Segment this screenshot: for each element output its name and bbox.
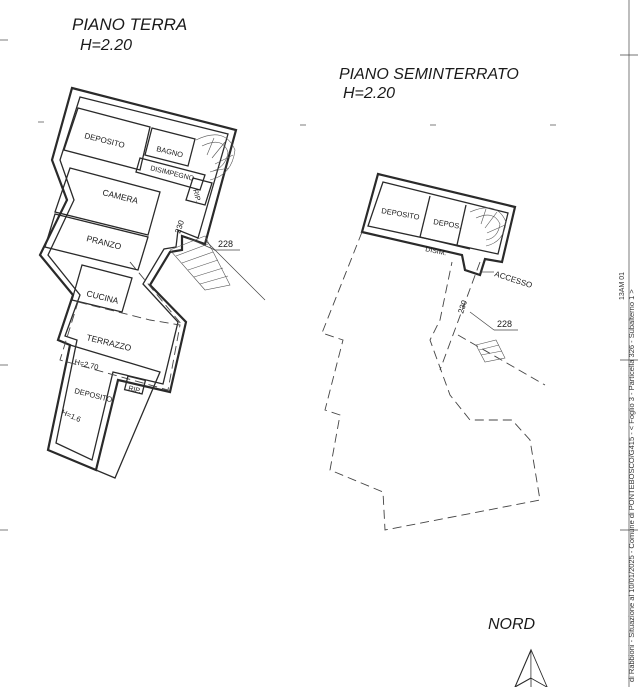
basement-stair-step-2	[484, 211, 498, 229]
basement-dashed-outline	[321, 231, 541, 531]
deposito-room	[63, 107, 151, 171]
basement-outdoor-stair	[475, 339, 506, 363]
outdoor-step-4	[193, 267, 224, 278]
basement-spiral-stair	[469, 207, 507, 247]
label-basement-disim: DISIM.	[425, 246, 447, 257]
label-terrazzo-height: H=2.70	[74, 357, 100, 372]
outdoor-step-1	[175, 243, 209, 257]
ground-floor-height: H=2.20	[80, 37, 132, 54]
ground-spiral-stair	[195, 134, 236, 181]
ground-floor-plan: DEPOSITO BAGNO DISIMPEGNO RIP. CAMERA PR…	[38, 86, 266, 479]
side-annotation: di Rabbioni - Situazione al 10/01/2025 -…	[627, 289, 636, 682]
basement-plan: DEPOSITO DEPOS. DISIM. ACCESSO 230 228	[321, 172, 546, 531]
lower-rip-room	[123, 375, 147, 395]
dim-228-basement: 228	[497, 319, 512, 329]
terrazzo-area	[59, 301, 181, 391]
label-bagno: BAGNO	[156, 144, 185, 159]
ground-floor-title: PIANO TERRA	[72, 15, 187, 34]
label-deposito: DEPOSITO	[84, 131, 126, 150]
dim-230-basement: 230	[456, 299, 469, 315]
basement-partition-2	[456, 204, 467, 246]
side-code: 13AM 01	[619, 272, 626, 300]
basement-outer-wall	[360, 172, 517, 277]
ground-inner-wall	[47, 96, 229, 461]
label-camera: CAMERA	[102, 187, 140, 206]
ground-dashed-boundary	[129, 261, 183, 326]
stair-step-2	[211, 141, 226, 159]
dim-228-ground: 228	[218, 239, 233, 249]
stair-step-3	[214, 154, 234, 165]
basement-step-1	[478, 344, 500, 351]
bagno-room	[144, 127, 196, 167]
label-disimpegno: DISIMPEGNO	[150, 165, 196, 183]
basement-title: PIANO SEMINTERRATO	[339, 66, 519, 83]
label-lower-rip: RIP.	[128, 385, 142, 395]
disimpegno-room	[135, 157, 206, 191]
outdoor-step-2	[181, 251, 214, 264]
basement-spiral-stair-inner	[475, 214, 501, 241]
cucina-room	[71, 264, 133, 313]
ground-slope-line	[204, 239, 266, 301]
label-lower-deposito-height: H=1.6	[60, 408, 82, 424]
basement-partition-1	[419, 195, 431, 238]
basement-dim-leader	[469, 311, 495, 331]
outdoor-step-5	[199, 275, 229, 285]
label-pranzo: PRANZO	[86, 233, 123, 251]
stair-step-1	[206, 137, 215, 156]
ground-outer-wall	[38, 86, 238, 472]
label-cucina: CUCINA	[86, 288, 120, 306]
basement-height: H=2.20	[343, 85, 395, 102]
north-arrow-icon	[514, 648, 548, 687]
label-lower-deposito: DEPOSITO	[74, 386, 114, 404]
basement-partition-3	[419, 236, 471, 250]
north-label: NORD	[488, 616, 536, 633]
camera-room	[54, 167, 161, 236]
lower-deposito-room	[47, 344, 161, 479]
basement-dashed-access	[439, 261, 481, 371]
basement-stair-step-3	[486, 224, 506, 234]
basement-stair-step-1	[480, 208, 487, 225]
basement-dashed-slope	[457, 334, 546, 386]
label-terrazzo: TERRAZZO	[86, 332, 133, 353]
stair-step-4	[212, 167, 230, 172]
basement-inner-wall	[367, 181, 509, 255]
dim-230-ground: 230	[173, 219, 186, 235]
label-basement-depos: DEPOS.	[433, 217, 462, 231]
rip-room	[185, 177, 213, 206]
outdoor-step-3	[187, 259, 219, 271]
label-rip: RIP.	[191, 189, 201, 203]
label-accesso: ACCESSO	[493, 269, 533, 290]
basement-step-2	[480, 350, 503, 356]
label-basement-deposito: DEPOSITO	[381, 206, 421, 222]
dim-228-leader	[187, 237, 216, 251]
pranzo-room	[44, 213, 149, 271]
